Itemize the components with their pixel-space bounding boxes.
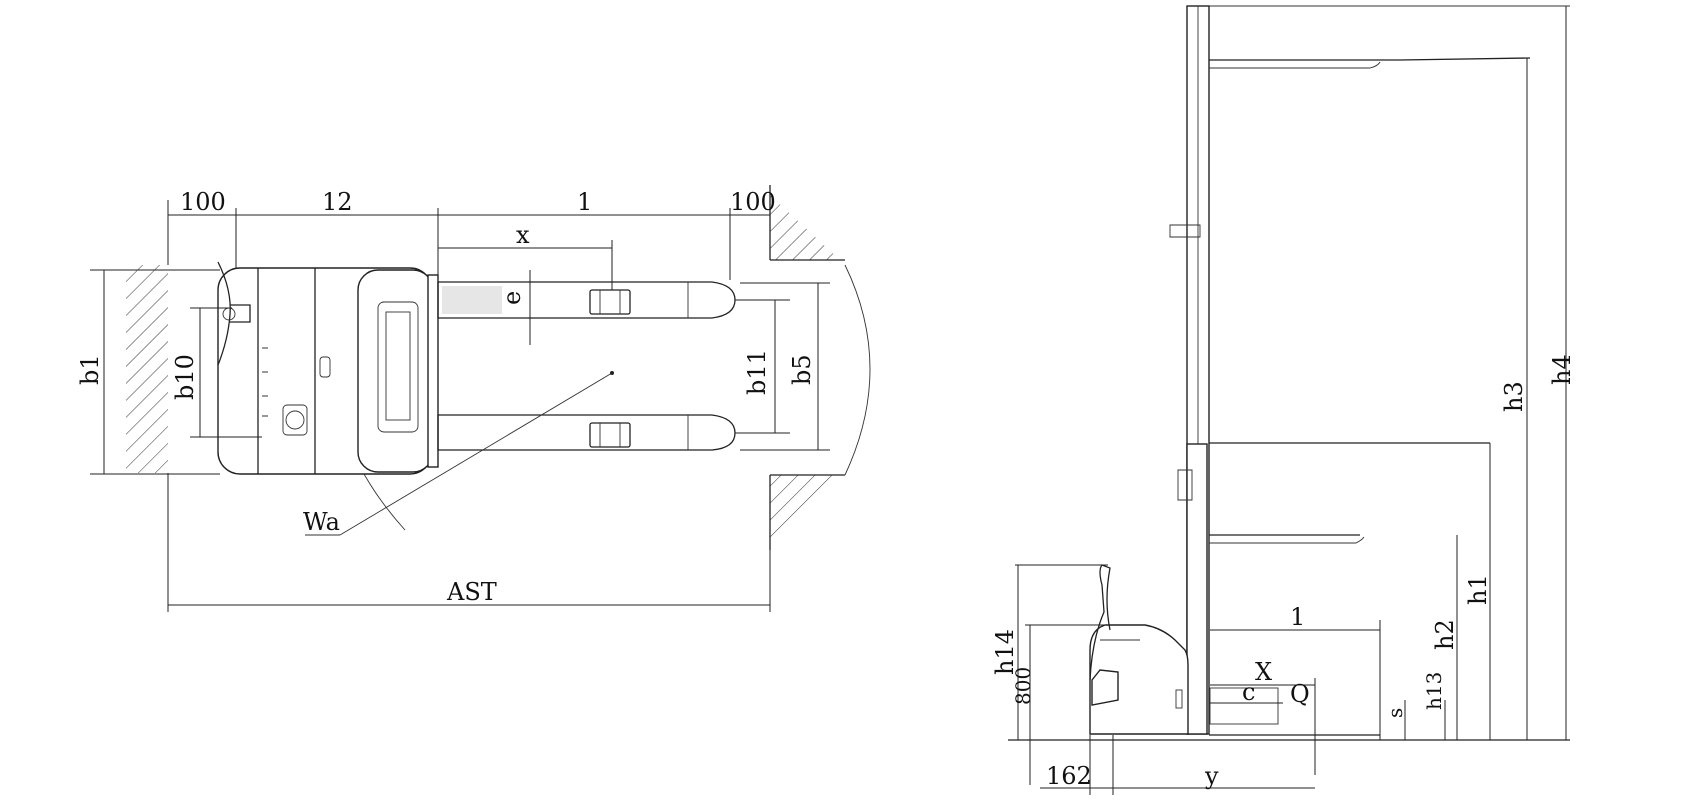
right-wall-hatch-bottom (770, 475, 840, 545)
dim-b11: b11 (743, 349, 771, 395)
dim-12: 12 (322, 188, 353, 216)
dim-h14: h14 (991, 629, 1019, 675)
side-view: h4 h3 h1 h2 h13 s 1 X c Q h14 800 162 y (991, 5, 1576, 795)
dim-100-left: 100 (180, 188, 226, 216)
dim-h4: h4 (1548, 354, 1576, 385)
dim-c: c (1242, 678, 1255, 706)
dim-800: 800 (1011, 667, 1035, 705)
turning-radius-arc (844, 264, 871, 476)
dim-s: s (1383, 708, 1407, 718)
truck-body-top (217, 267, 434, 475)
dim-q: Q (1290, 680, 1310, 708)
dim-b10: b10 (171, 354, 199, 400)
raised-forks (1209, 57, 1531, 736)
dim-1-top: 1 (577, 188, 592, 216)
left-wall-hatch (126, 265, 168, 473)
dim-ast: AST (446, 578, 497, 606)
dim-1-side: 1 (1290, 603, 1305, 631)
dim-b1: b1 (76, 354, 104, 385)
dim-b5: b5 (788, 354, 816, 385)
mast-side (1169, 5, 1570, 735)
dim-162: 162 (1046, 762, 1092, 790)
top-view: 100 12 1 100 x e b1 b10 b11 b5 Wa AST (76, 185, 871, 612)
mast-top (427, 274, 439, 468)
dim-x-top: x (516, 221, 530, 249)
dim-y: y (1204, 762, 1219, 790)
dim-e: e (498, 291, 526, 305)
truck-body-side (1089, 624, 1189, 735)
dim-wa: Wa (303, 508, 340, 536)
tiller-side (1089, 564, 1119, 706)
dim-h2: h2 (1431, 619, 1459, 650)
dim-100-right: 100 (730, 188, 776, 216)
dim-h1: h1 (1464, 574, 1492, 605)
dim-x-side: X (1255, 658, 1272, 686)
dim-h3: h3 (1500, 381, 1528, 412)
forks-top (437, 281, 736, 451)
load-center-block (1209, 687, 1279, 725)
dim-h13: h13 (1422, 672, 1446, 710)
right-wall-hatch-top (770, 195, 840, 260)
